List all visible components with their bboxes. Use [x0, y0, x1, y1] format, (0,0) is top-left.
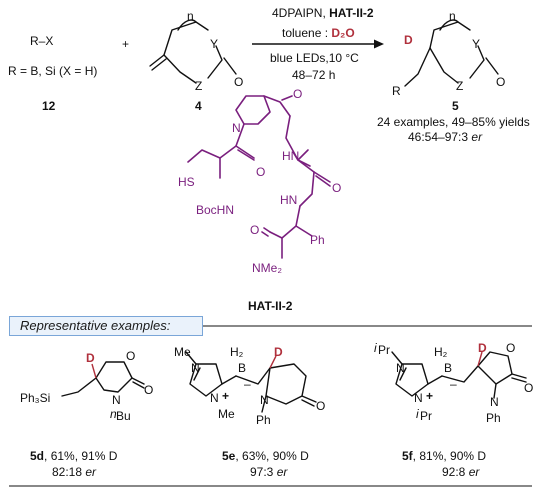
5d-carbonyl-o: O [144, 383, 153, 397]
5d-ring-o: O [126, 349, 135, 363]
cat-label-o3: O [332, 181, 341, 195]
scope-summary: 24 examples, 49–85% yields [377, 115, 530, 129]
example-5f-er: 92:8 er [442, 465, 480, 479]
cat-label-hn2: HN [280, 193, 297, 207]
5e-minus: – [244, 377, 251, 391]
5f-minus: – [450, 377, 457, 391]
5f-plus: + [426, 389, 433, 403]
reaction-arrow-head [374, 39, 384, 49]
5f-ring-o: O [506, 341, 515, 355]
condition-line-1: 4DPAIPN, HAT-II-2 [272, 6, 374, 20]
cat-label-nme2: NMe₂ [252, 261, 282, 275]
substrate-4-number: 4 [195, 99, 202, 113]
5e-deuterium: D [274, 345, 283, 359]
atom-y: Y [210, 37, 218, 51]
example-5d-structure [61, 361, 145, 397]
substrate-4-structure [149, 19, 237, 84]
cat-label-n: N [232, 121, 241, 135]
5f-n-top: N [396, 361, 405, 375]
5f-b: B [444, 361, 452, 375]
5f-i-top: i [374, 341, 377, 355]
example-5f-yield: 5f, 81%, 90% D [402, 449, 486, 463]
5f-pr-top: Pr [378, 343, 390, 357]
5e-me-bottom: Me [218, 407, 235, 421]
example-5d-yield: 5d, 61%, 91% D [30, 449, 118, 463]
atom-z: Z [195, 79, 202, 93]
representative-examples-header: Representative examples: [9, 316, 203, 336]
5e-ph: Ph [256, 413, 271, 427]
atom-o: O [234, 75, 243, 89]
catalyst-structure [187, 95, 331, 259]
5e-me-top: Me [174, 345, 191, 359]
example-5e-er: 97:3 er [250, 465, 288, 479]
product-atom-y: Y [472, 37, 480, 51]
5e-h2: H₂ [230, 345, 244, 359]
cat-label-ph: Ph [310, 233, 325, 247]
example-5e-structure [185, 351, 317, 413]
scope-er-range: 46:54–97:3 er [408, 130, 483, 144]
plus-sign: + [122, 37, 129, 51]
reagent-12-number: 12 [42, 99, 56, 113]
5e-n-top: N [191, 361, 200, 375]
5e-n-bottom: N [210, 391, 219, 405]
cat-label-o2: O [293, 87, 302, 101]
5d-n: N [112, 393, 121, 407]
cat-label-hn1: HN [282, 149, 299, 163]
5f-n-ring: N [490, 395, 499, 409]
5f-ph: Ph [486, 411, 501, 425]
5f-carbonyl-o: O [524, 381, 533, 395]
5f-deuterium: D [478, 341, 487, 355]
example-5e-yield: 5e, 63%, 90% D [222, 449, 309, 463]
condition-line-3: blue LEDs,10 °C [270, 51, 359, 65]
5f-n-bottom: N [414, 391, 423, 405]
product-5-structure [404, 19, 499, 87]
5d-bu: Bu [116, 409, 131, 423]
example-5f-structure [391, 351, 527, 399]
product-5-number: 5 [452, 99, 459, 113]
5f-pr-bottom: Pr [420, 409, 432, 423]
5e-plus: + [222, 389, 229, 403]
5d-ph3si: Ph₃Si [20, 391, 50, 405]
cat-label-o4: O [250, 223, 259, 237]
product-ring-size-n: n [449, 9, 456, 23]
catalyst-labels: HS BocHN N O O HN O HN Ph O NMe₂ [178, 87, 341, 275]
5e-b: B [238, 361, 246, 375]
condition-line-4: 48–72 h [292, 68, 335, 82]
ring-size-n: n [187, 9, 194, 23]
5f-i-bottom: i [416, 407, 419, 421]
5d-deuterium: D [86, 351, 95, 365]
product-atom-z: Z [456, 79, 463, 93]
cat-label-o1: O [256, 165, 265, 179]
5e-carbonyl-o: O [316, 399, 325, 413]
product-atom-o: O [496, 75, 505, 89]
product-deuterium: D [404, 33, 413, 47]
5f-h2: H₂ [434, 345, 448, 359]
reagent-12-definition: R = B, Si (X = H) [8, 64, 97, 78]
reagent-12-formula: R–X [30, 34, 53, 48]
cat-label-bochn: BocHN [196, 203, 234, 217]
example-5d-er: 82:18 er [52, 465, 97, 479]
condition-line-2: toluene : D₂O [282, 26, 355, 40]
catalyst-name: HAT-II-2 [248, 299, 293, 313]
product-atom-r: R [392, 84, 401, 98]
5e-n-ring: N [260, 393, 269, 407]
cat-label-hs: HS [178, 175, 195, 189]
5d-n-prefix: n [110, 407, 117, 421]
